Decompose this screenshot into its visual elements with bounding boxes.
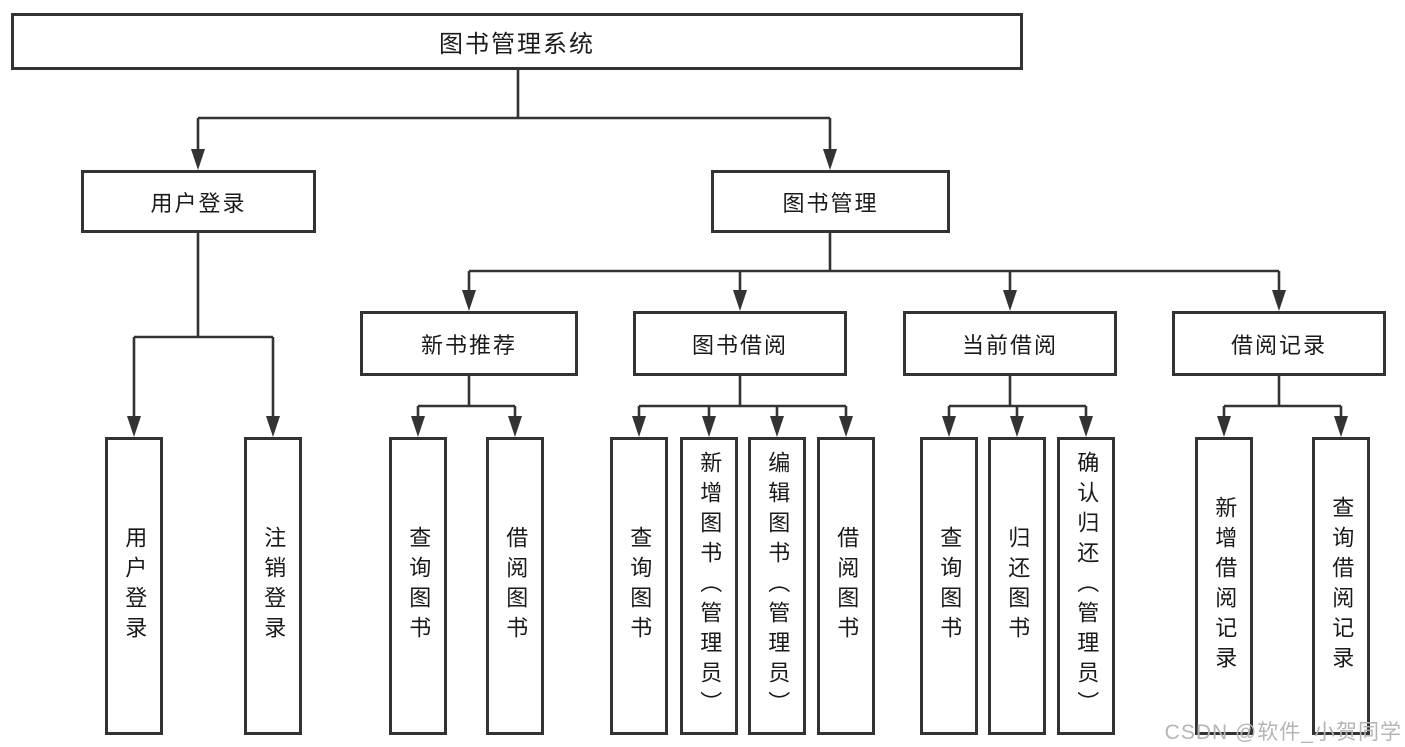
leaf-query-book-recommend: 查询图书 <box>389 437 447 735</box>
connector-book-borrowing-children <box>632 376 853 437</box>
node-label: 图书管理系统 <box>439 31 595 58</box>
node-label: 图书管理 <box>782 190 879 216</box>
leaf-label: 归还图书 <box>1005 526 1031 646</box>
leaf-label: 确认归还（管理员） <box>1074 451 1100 721</box>
leaf-label: 查询图书 <box>627 526 653 646</box>
leaf-logout: 注销登录 <box>244 437 302 735</box>
connector-current-borrowing-children <box>942 376 1093 437</box>
node-label: 用户登录 <box>150 190 247 216</box>
watermark: CSDN @软件_小贺同学 <box>1164 721 1402 744</box>
leaf-label: 查询借阅记录 <box>1329 496 1355 676</box>
leaf-edit-book-admin: 编辑图书（管理员） <box>748 437 806 735</box>
leaf-label: 新增图书（管理员） <box>697 451 723 721</box>
leaf-user-login: 用户登录 <box>105 437 163 735</box>
node-label: 图书借阅 <box>691 332 788 358</box>
node-label: 新书推荐 <box>420 332 517 358</box>
leaf-label: 注销登录 <box>261 526 287 646</box>
leaf-label: 借阅图书 <box>503 526 529 646</box>
leaf-add-borrow-record: 新增借阅记录 <box>1195 437 1253 735</box>
leaf-label: 编辑图书（管理员） <box>765 451 791 721</box>
node-current-borrowing: 当前借阅 <box>903 311 1117 376</box>
leaf-query-book-borrowing: 查询图书 <box>610 437 668 735</box>
leaf-query-borrow-record: 查询借阅记录 <box>1312 437 1370 735</box>
leaf-confirm-return-admin: 确认归还（管理员） <box>1057 437 1115 735</box>
node-user-login: 用户登录 <box>81 170 316 233</box>
leaf-query-book-current: 查询图书 <box>920 437 978 735</box>
connector-book-management-level3 <box>462 233 1286 311</box>
node-new-book-recommendation: 新书推荐 <box>360 311 578 376</box>
leaf-add-book-admin: 新增图书（管理员） <box>680 437 738 735</box>
connector-new-book-children <box>411 376 522 437</box>
node-label: 当前借阅 <box>961 332 1058 358</box>
leaf-borrow-book-recommend: 借阅图书 <box>486 437 544 735</box>
leaf-label: 新增借阅记录 <box>1212 496 1238 676</box>
connector-user-login-children <box>127 233 280 437</box>
node-book-borrowing: 图书借阅 <box>633 311 847 376</box>
connector-borrowing-records-children <box>1217 376 1348 437</box>
connector-root-level2 <box>191 70 837 170</box>
leaf-label: 用户登录 <box>122 526 148 646</box>
node-label: 借阅记录 <box>1230 332 1327 358</box>
leaf-borrow-book-borrowing: 借阅图书 <box>817 437 875 735</box>
node-borrowing-records: 借阅记录 <box>1172 311 1386 376</box>
leaf-label: 查询图书 <box>406 526 432 646</box>
leaf-label: 借阅图书 <box>834 526 860 646</box>
leaf-return-book: 归还图书 <box>988 437 1046 735</box>
node-book-management: 图书管理 <box>711 170 950 233</box>
node-root: 图书管理系统 <box>11 13 1023 70</box>
leaf-label: 查询图书 <box>937 526 963 646</box>
